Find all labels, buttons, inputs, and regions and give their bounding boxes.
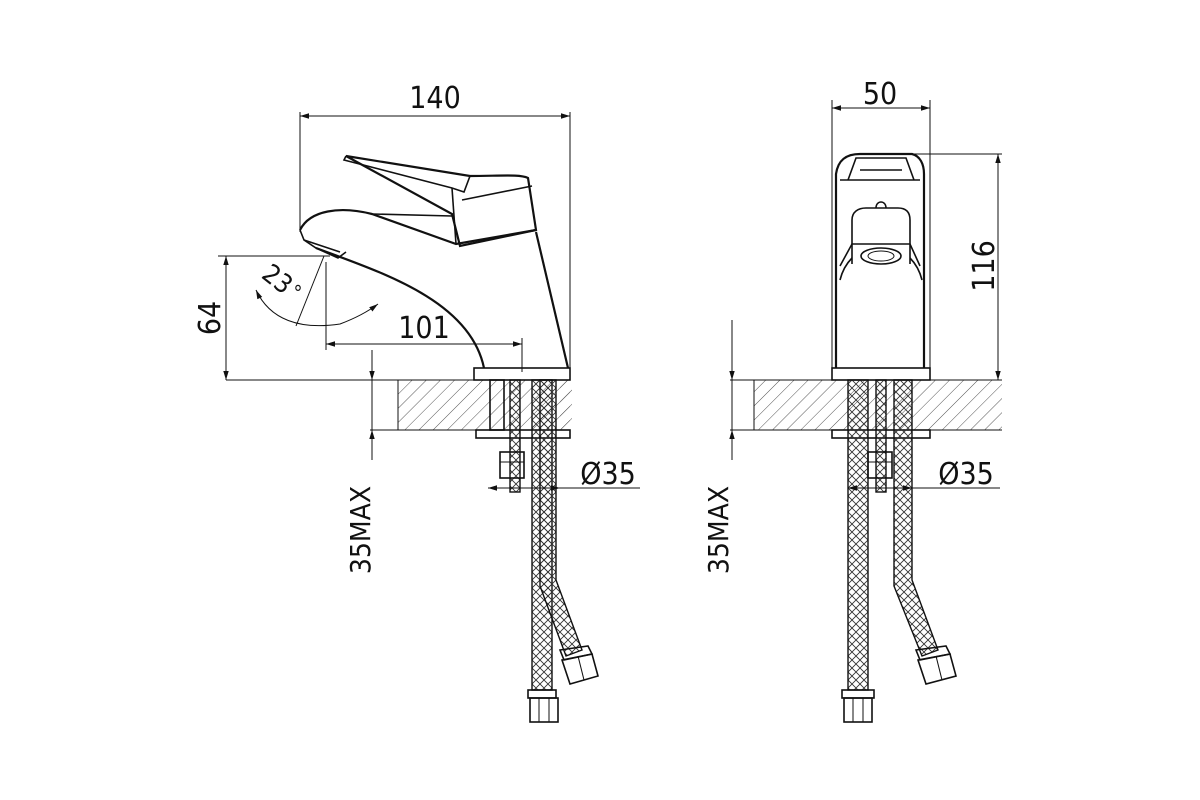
side-dim-length: 140 — [299, 81, 571, 368]
side-dim-reach: 101 — [325, 262, 523, 372]
dim-23-degree-symbol: ° — [294, 281, 303, 305]
dim-140-label: 140 — [409, 81, 461, 116]
side-mounting-hardware — [475, 379, 599, 723]
side-dim-max-thickness: 35MAX — [344, 350, 377, 574]
side-dim-height: 64 — [193, 255, 330, 380]
dim-35max-label: 35MAX — [344, 486, 377, 574]
front-dim-width: 50 — [831, 77, 931, 368]
front-dim-35max-label: 35MAX — [702, 486, 735, 574]
dim-101-label: 101 — [398, 311, 450, 346]
front-view: 50 116 35MAX Ø35 — [702, 77, 1002, 723]
side-faucet-body — [299, 154, 571, 381]
front-mounting-hardware — [831, 379, 957, 723]
dim-64-label: 64 — [193, 301, 228, 335]
front-dim-d35-label: Ø35 — [938, 457, 994, 492]
side-dim-angle: 23 ° — [255, 255, 379, 327]
dim-116-label: 116 — [967, 240, 1002, 292]
side-view: 140 64 23 ° 101 35MAX — [193, 81, 640, 723]
dim-d35-label: Ø35 — [580, 457, 636, 492]
front-dim-hole-diameter: Ø35 — [848, 457, 1000, 492]
dim-23-label: 23 — [256, 259, 298, 301]
front-faucet-body — [831, 152, 931, 381]
front-dim-max-thickness: 35MAX — [702, 320, 735, 574]
side-dim-hole-diameter: Ø35 — [488, 457, 640, 492]
dim-50-label: 50 — [863, 77, 897, 112]
front-dim-height: 116 — [906, 153, 1002, 381]
